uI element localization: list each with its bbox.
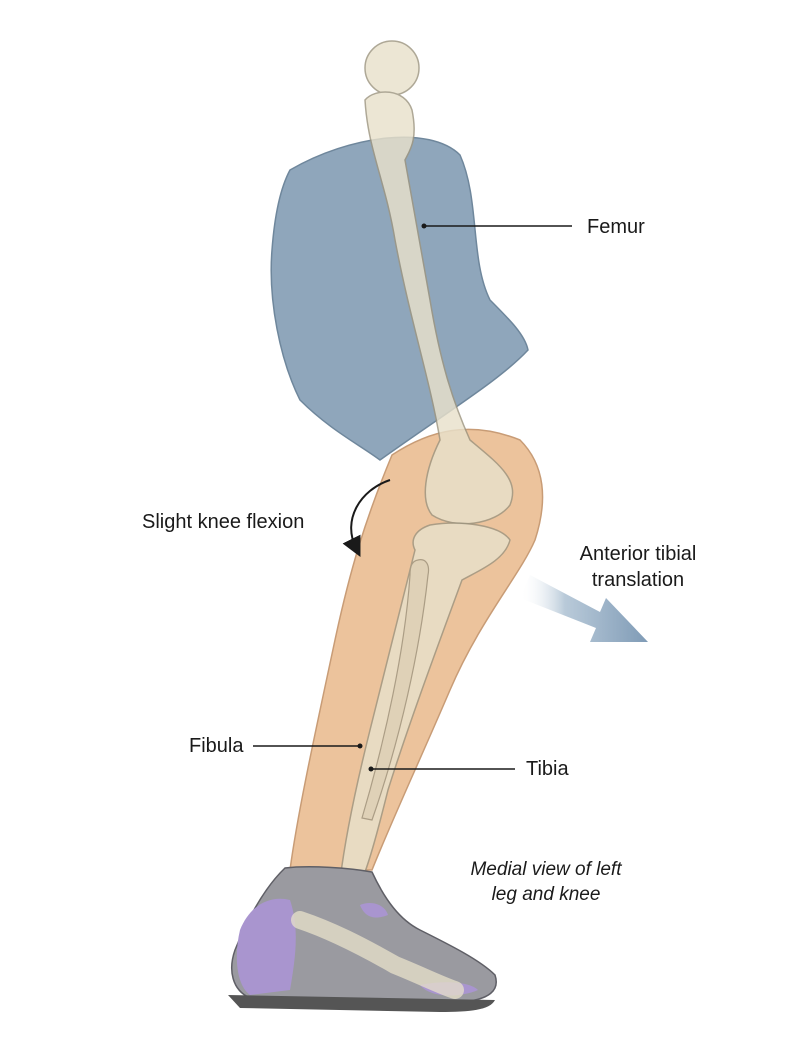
shorts [270,136,529,461]
femur-label: Femur [587,216,645,238]
tibia-fibula-bones [339,522,511,881]
femur-bone [364,40,514,525]
translation-label-2: translation [591,569,685,591]
shoe [228,866,497,1012]
fibula-label: Fibula [189,735,244,757]
caption-line-2: leg and knee [491,884,601,905]
tibia-label: Tibia [526,758,569,780]
flexion-label: Slight knee flexion [142,511,305,533]
flexion-arrow [342,479,391,557]
translation-arrow [520,575,648,642]
translation-label-1: Anterior tibial [579,543,697,565]
caption-line-1: Medial view of left [470,859,622,880]
